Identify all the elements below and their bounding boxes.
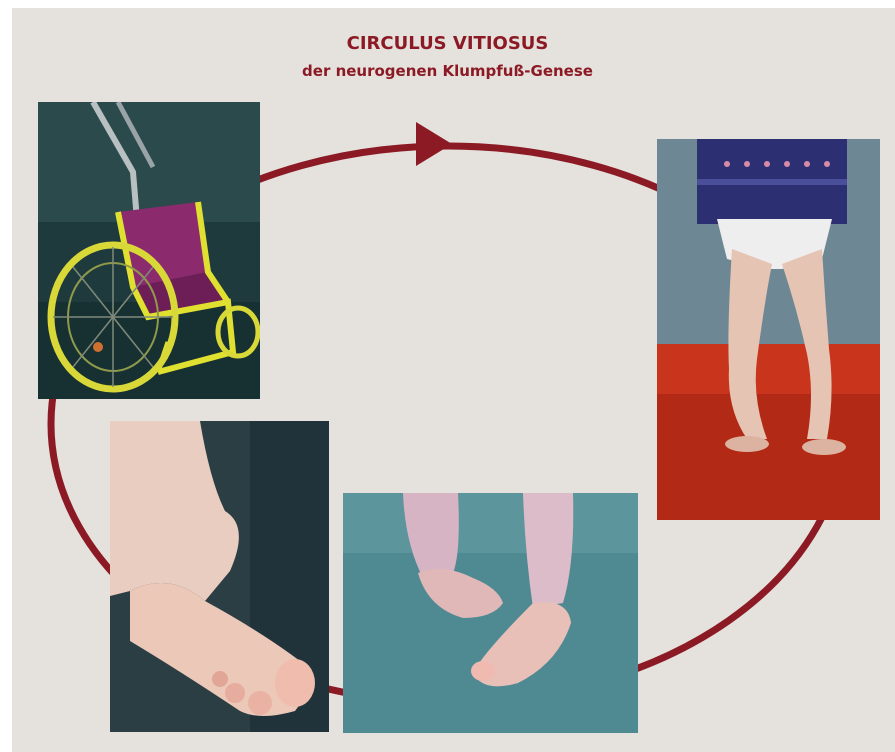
diagram-subtitle: der neurogenen Klumpfuß-Genese (0, 61, 895, 81)
wheelchair-photo (38, 102, 260, 399)
clubfoot-closeup-photo (110, 421, 329, 732)
feet-on-floor-photo (343, 493, 638, 733)
cycle-arrowhead-icon (416, 122, 452, 166)
diagram-title: CIRCULUS VITIOSUS (0, 33, 895, 55)
standing-child-photo (657, 139, 880, 520)
